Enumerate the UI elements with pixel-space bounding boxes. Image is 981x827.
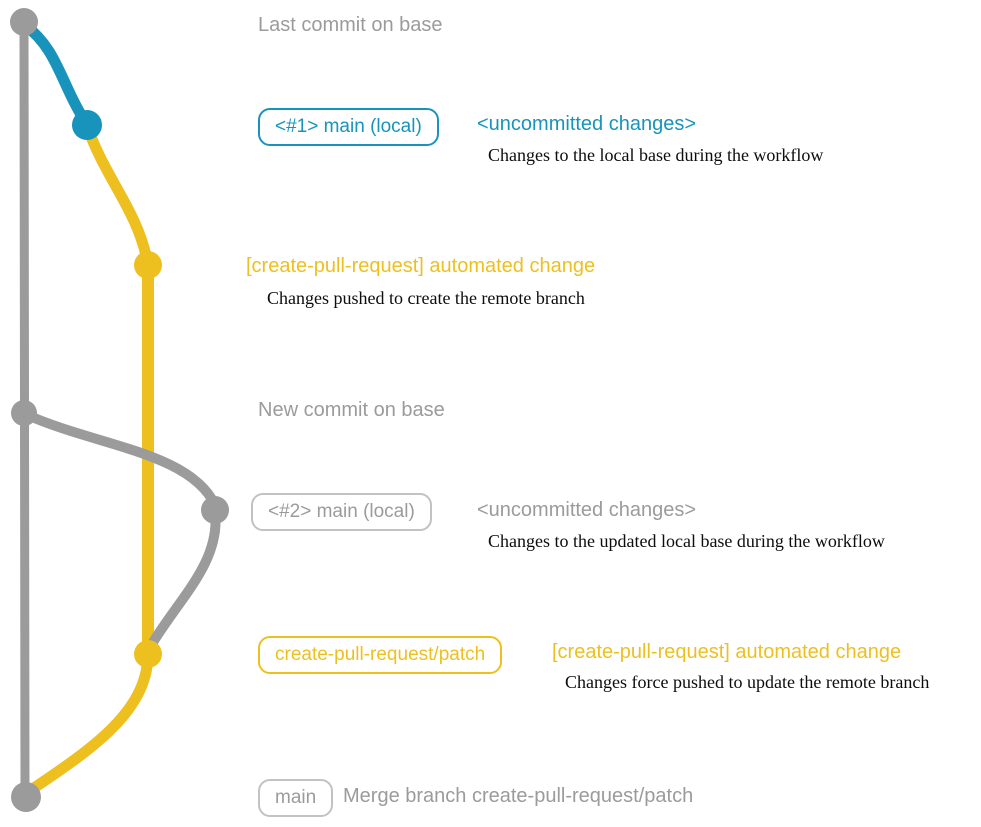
milestone-merge-branch: Merge branch create-pull-request/patch <box>343 785 694 807</box>
caption-force-push-update: Changes force pushed to update the remot… <box>565 672 930 692</box>
caption-local-changes-2: Changes to the updated local base during… <box>488 531 885 551</box>
badge-main-local-2: <#2> main (local) <box>251 493 432 531</box>
milestone-new-commit-on-base: New commit on base <box>258 399 445 421</box>
commit-dot-local-1 <box>72 110 102 140</box>
badge-create-pull-request-patch: create-pull-request/patch <box>258 636 503 674</box>
heading-uncommitted-changes-2: <uncommitted changes> <box>477 499 697 521</box>
commit-dot-base-last <box>10 8 38 36</box>
milestone-last-commit-on-base: Last commit on base <box>258 14 443 36</box>
remote-branch-merge-line <box>22 649 154 798</box>
local-changes-branch-line <box>19 19 92 129</box>
commit-dot-remote-update <box>134 640 162 668</box>
heading-uncommitted-changes-1: <uncommitted changes> <box>477 113 697 135</box>
rebase-branch-line-lower <box>147 507 221 649</box>
badge-main-local-1: <#1> main (local) <box>258 108 439 146</box>
commit-dot-local-2 <box>201 496 229 524</box>
commit-dot-merge <box>11 782 41 812</box>
commit-dot-remote-create <box>134 251 162 279</box>
heading-automated-change-1: [create-pull-request] automated change <box>246 255 596 277</box>
badge-main: main <box>258 779 334 817</box>
rebase-branch-line-upper <box>20 409 220 510</box>
remote-branch-create-line <box>81 120 153 266</box>
caption-local-changes-1: Changes to the local base during the wor… <box>488 145 824 165</box>
caption-push-create: Changes pushed to create the remote bran… <box>267 288 585 308</box>
commit-dot-base-new <box>11 400 37 426</box>
heading-automated-change-2: [create-pull-request] automated change <box>552 641 902 663</box>
